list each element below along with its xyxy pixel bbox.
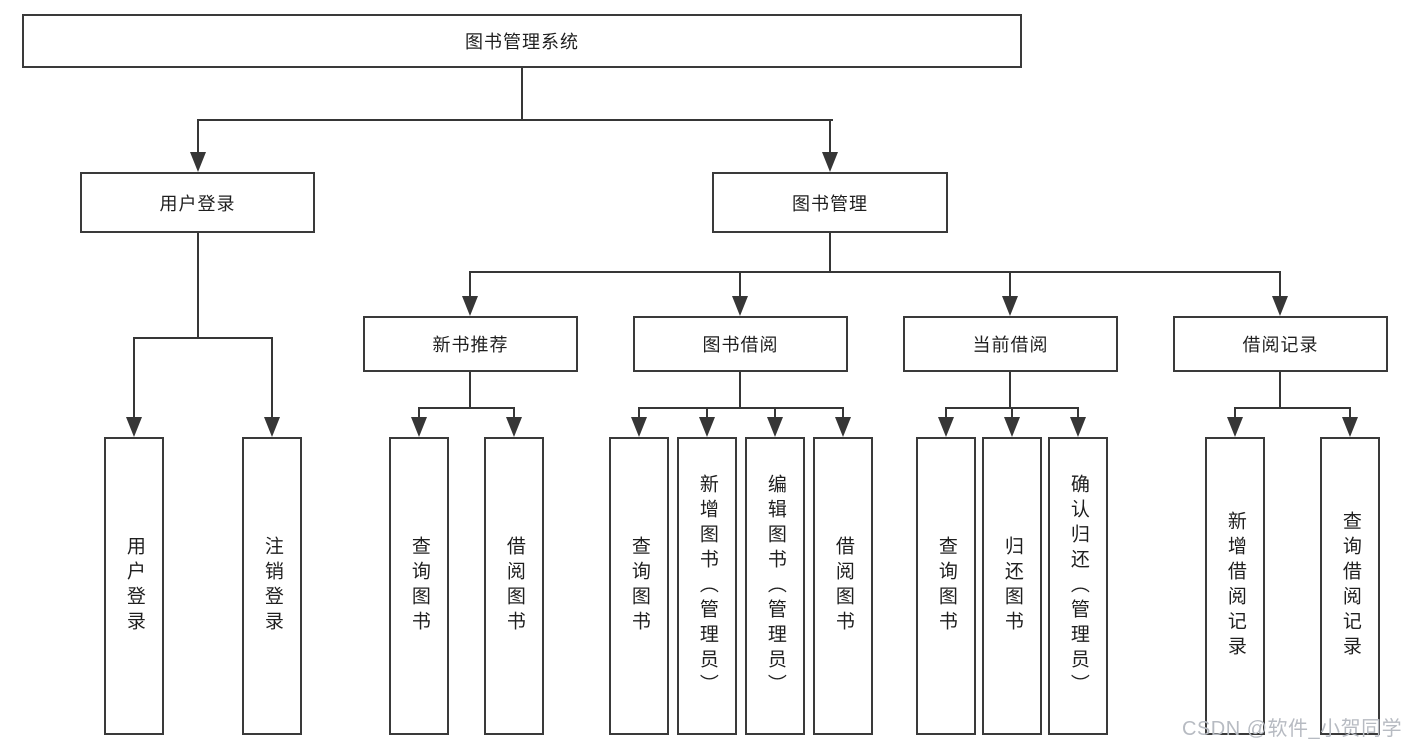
node-label: 查询图书 (628, 536, 650, 636)
node-book-management: 图书管理 (712, 172, 948, 233)
node-label: 用户登录 (159, 193, 236, 214)
leaf-add-borrow-record: 新增借阅记录 (1205, 437, 1265, 735)
leaf-query-borrow-record: 查询借阅记录 (1320, 437, 1380, 735)
connector-line (469, 271, 1281, 273)
node-label: 注销登录 (261, 536, 283, 636)
connector-line (1077, 407, 1079, 419)
connector-line (739, 271, 741, 298)
leaf-borrow-books-borrowing: 借阅图书 (813, 437, 873, 735)
connector-line (197, 233, 199, 339)
leaf-query-books-recommend: 查询图书 (389, 437, 449, 735)
leaf-query-books-current: 查询图书 (916, 437, 976, 735)
arrow-down-icon (822, 152, 838, 172)
connector-line (945, 407, 947, 419)
node-label: 图书管理 (792, 193, 868, 214)
node-new-book-recommend: 新书推荐 (363, 316, 578, 372)
connector-line (469, 271, 471, 298)
connector-line (1009, 372, 1011, 408)
connector-line (1234, 407, 1236, 419)
connector-line (1234, 407, 1351, 409)
watermark: CSDN @软件_小贺同学 (1182, 718, 1403, 740)
arrow-down-icon (631, 417, 647, 437)
node-current-borrowing: 当前借阅 (903, 316, 1118, 372)
leaf-user-login: 用户登录 (104, 437, 164, 735)
connector-line (1349, 407, 1351, 419)
node-label: 图书管理系统 (465, 32, 579, 52)
leaf-add-books-admin: 新增图书（管理员） (677, 437, 737, 735)
arrow-down-icon (264, 417, 280, 437)
node-label: 图书借阅 (702, 335, 779, 355)
arrow-down-icon (1070, 417, 1086, 437)
connector-line (1279, 372, 1281, 408)
arrow-down-icon (462, 296, 478, 316)
leaf-query-books-borrowing: 查询图书 (609, 437, 669, 735)
connector-line (1009, 271, 1011, 298)
node-label: 当前借阅 (972, 335, 1049, 355)
connector-line (197, 119, 199, 154)
arrow-down-icon (835, 417, 851, 437)
connector-line (842, 407, 844, 419)
node-label: 查询借阅记录 (1339, 511, 1361, 661)
leaf-logout: 注销登录 (242, 437, 302, 735)
node-label: 新增借阅记录 (1224, 511, 1246, 661)
node-label: 新书推荐 (432, 335, 509, 355)
arrow-down-icon (190, 152, 206, 172)
node-label: 查询图书 (408, 536, 430, 636)
node-label: 查询图书 (935, 536, 957, 636)
node-label: 新增图书（管理员） (696, 473, 718, 699)
arrow-down-icon (126, 417, 142, 437)
connector-line (521, 68, 523, 121)
connector-line (829, 233, 831, 273)
arrow-down-icon (938, 417, 954, 437)
connector-line (133, 337, 273, 339)
leaf-borrow-books-recommend: 借阅图书 (484, 437, 544, 735)
node-label: 用户登录 (123, 536, 145, 636)
connector-line (1011, 407, 1013, 419)
connector-line (706, 407, 708, 419)
node-borrowing-records: 借阅记录 (1173, 316, 1388, 372)
node-label: 确认归还（管理员） (1067, 473, 1089, 699)
connector-line (829, 119, 831, 154)
arrow-down-icon (767, 417, 783, 437)
connector-line (638, 407, 844, 409)
arrow-down-icon (1272, 296, 1288, 316)
connector-line (469, 372, 471, 408)
connector-line (774, 407, 776, 419)
connector-line (513, 407, 515, 419)
leaf-confirm-return-admin: 确认归还（管理员） (1048, 437, 1108, 735)
arrow-down-icon (732, 296, 748, 316)
arrow-down-icon (411, 417, 427, 437)
connector-line (638, 407, 640, 419)
node-library-system: 图书管理系统 (22, 14, 1022, 68)
node-label: 借阅图书 (503, 536, 525, 636)
connector-line (271, 337, 273, 419)
arrow-down-icon (1002, 296, 1018, 316)
arrow-down-icon (1342, 417, 1358, 437)
connector-line (133, 337, 135, 419)
arrow-down-icon (1227, 417, 1243, 437)
connector-line (739, 372, 741, 408)
node-label: 借阅图书 (832, 536, 854, 636)
arrow-down-icon (506, 417, 522, 437)
node-label: 编辑图书（管理员） (764, 473, 786, 699)
node-book-borrowing: 图书借阅 (633, 316, 848, 372)
connector-line (418, 407, 515, 409)
connector-line (418, 407, 420, 419)
node-user-login: 用户登录 (80, 172, 315, 233)
connector-line (1279, 271, 1281, 298)
leaf-return-books: 归还图书 (982, 437, 1042, 735)
node-label: 归还图书 (1001, 536, 1023, 636)
leaf-edit-books-admin: 编辑图书（管理员） (745, 437, 805, 735)
node-label: 借阅记录 (1242, 335, 1319, 355)
arrow-down-icon (1004, 417, 1020, 437)
arrow-down-icon (699, 417, 715, 437)
connector-line (197, 119, 833, 121)
